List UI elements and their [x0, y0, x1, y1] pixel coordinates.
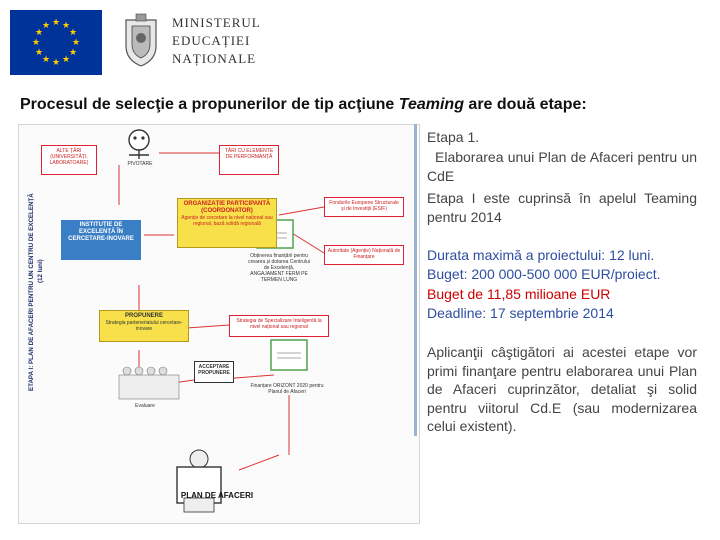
budget-text: Buget: 200 000-500 000 EUR/proiect.: [427, 266, 661, 282]
svg-text:★: ★: [69, 48, 77, 58]
svg-text:★: ★: [32, 38, 40, 48]
svg-text:★: ★: [52, 18, 60, 28]
proposal-body: Strategia parteneriatului cercetare-inov…: [105, 320, 183, 332]
deadline-text: Deadline: 17 septembrie 2014: [427, 305, 614, 321]
evaluation-label: Evaluare: [135, 403, 155, 409]
ministry-name-line: MINISTERUL: [172, 15, 261, 30]
svg-text:★: ★: [35, 48, 43, 58]
svg-text:★: ★: [69, 28, 77, 38]
box-proposal: PROPUNERE Strategia parteneriatului cerc…: [99, 310, 189, 342]
box-smart-specialisation: Strategia de Specializare Inteligentă la…: [229, 315, 329, 337]
page-title: Procesul de selecţie a propunerilor de t…: [20, 96, 710, 114]
ministry-name-line: NAȚIONALE: [172, 51, 257, 66]
svg-text:★: ★: [52, 58, 60, 68]
box-participating-organization: ORGANIZAȚIE PARTICIPANTĂ (COORDONATOR) A…: [177, 198, 277, 248]
business-plan-label: PLAN DE AFACERI: [180, 491, 254, 500]
document-icon: [270, 339, 308, 371]
divider: [414, 124, 417, 436]
evaluators-icon: [118, 366, 180, 400]
eu-flag-logo: ★★★ ★★★ ★★★ ★★★: [10, 10, 102, 75]
total-budget-text: Buget de 11,85 milioane EUR: [427, 286, 611, 302]
pivot-figure-icon: [128, 129, 150, 159]
process-diagram: ETAPA I: PLAN DE AFACERI PENTRU UN CENTR…: [18, 124, 420, 524]
box-national-authority: Autoritate (Agenție) Națională de Finanț…: [324, 245, 404, 265]
duration-text: Durata maximă a proiectului: 12 luni.: [427, 247, 655, 263]
svg-text:★: ★: [62, 55, 70, 65]
pivot-label: PIVOTARE: [127, 161, 153, 167]
etapa-heading: Etapa 1.: [427, 129, 480, 145]
svg-text:★: ★: [42, 21, 50, 31]
box-performance-countries: TĂRI CU ELEMENTE DE PERFORMANȚĂ: [219, 145, 279, 175]
ministry-name-line: EDUCAȚIEI: [172, 33, 251, 48]
horizon-funding-text: Finanțare ORIZONT 2020 pentru Planul de …: [250, 383, 324, 395]
business-plan-person-icon: [176, 449, 222, 513]
box-esif-funds: Fondurile Europene Structurale și de Inv…: [324, 197, 404, 217]
etapa-paragraph: Elaborarea unui Plan de Afaceri pentru u…: [427, 149, 697, 184]
title-italic: Teaming: [398, 96, 464, 113]
svg-text:★: ★: [72, 38, 80, 48]
acceptance-note: ACCEPTARE PROPUNERE: [194, 361, 234, 383]
stage-label-text: ETAPA I: PLAN DE AFACERI PENTRU UN CENTR…: [28, 193, 35, 391]
box-excellence-institution: INSTITUȚIE DE EXCELENȚĂ ÎN CERCETARE-INO…: [61, 220, 141, 260]
box-other-countries: ALTE ȚĂRI (UNIVERSITĂȚI, LABORATOARE): [41, 145, 97, 175]
stage-duration-text: (12 luni): [37, 259, 44, 283]
title-main: Procesul de selecţie a propunerilor de t…: [20, 96, 399, 113]
svg-text:★: ★: [62, 21, 70, 31]
stage-vertical-label: ETAPA I: PLAN DE AFACERI PENTRU UN CENTR…: [28, 193, 44, 391]
title-end: are două etape:: [463, 96, 587, 113]
proposal-title: PROPUNERE: [124, 313, 163, 319]
org-title: ORGANIZAȚIE PARTICIPANTĂ (COORDONATOR): [183, 201, 271, 214]
svg-text:★: ★: [42, 55, 50, 65]
svg-text:★: ★: [35, 28, 43, 38]
applicants-text: Aplicanţii câştigători ai acestei etape …: [427, 344, 697, 434]
funding-commitment-text: Obținerea finanțării pentru crearea și d…: [248, 253, 310, 283]
org-body: Agenție de cercetare la nivel național s…: [181, 215, 273, 227]
diagram-connectors: [118, 129, 325, 513]
etapa-call-line: Etapa I este cuprinsă în apelul Teaming …: [427, 190, 697, 225]
coat-of-arms-icon: [118, 12, 164, 68]
